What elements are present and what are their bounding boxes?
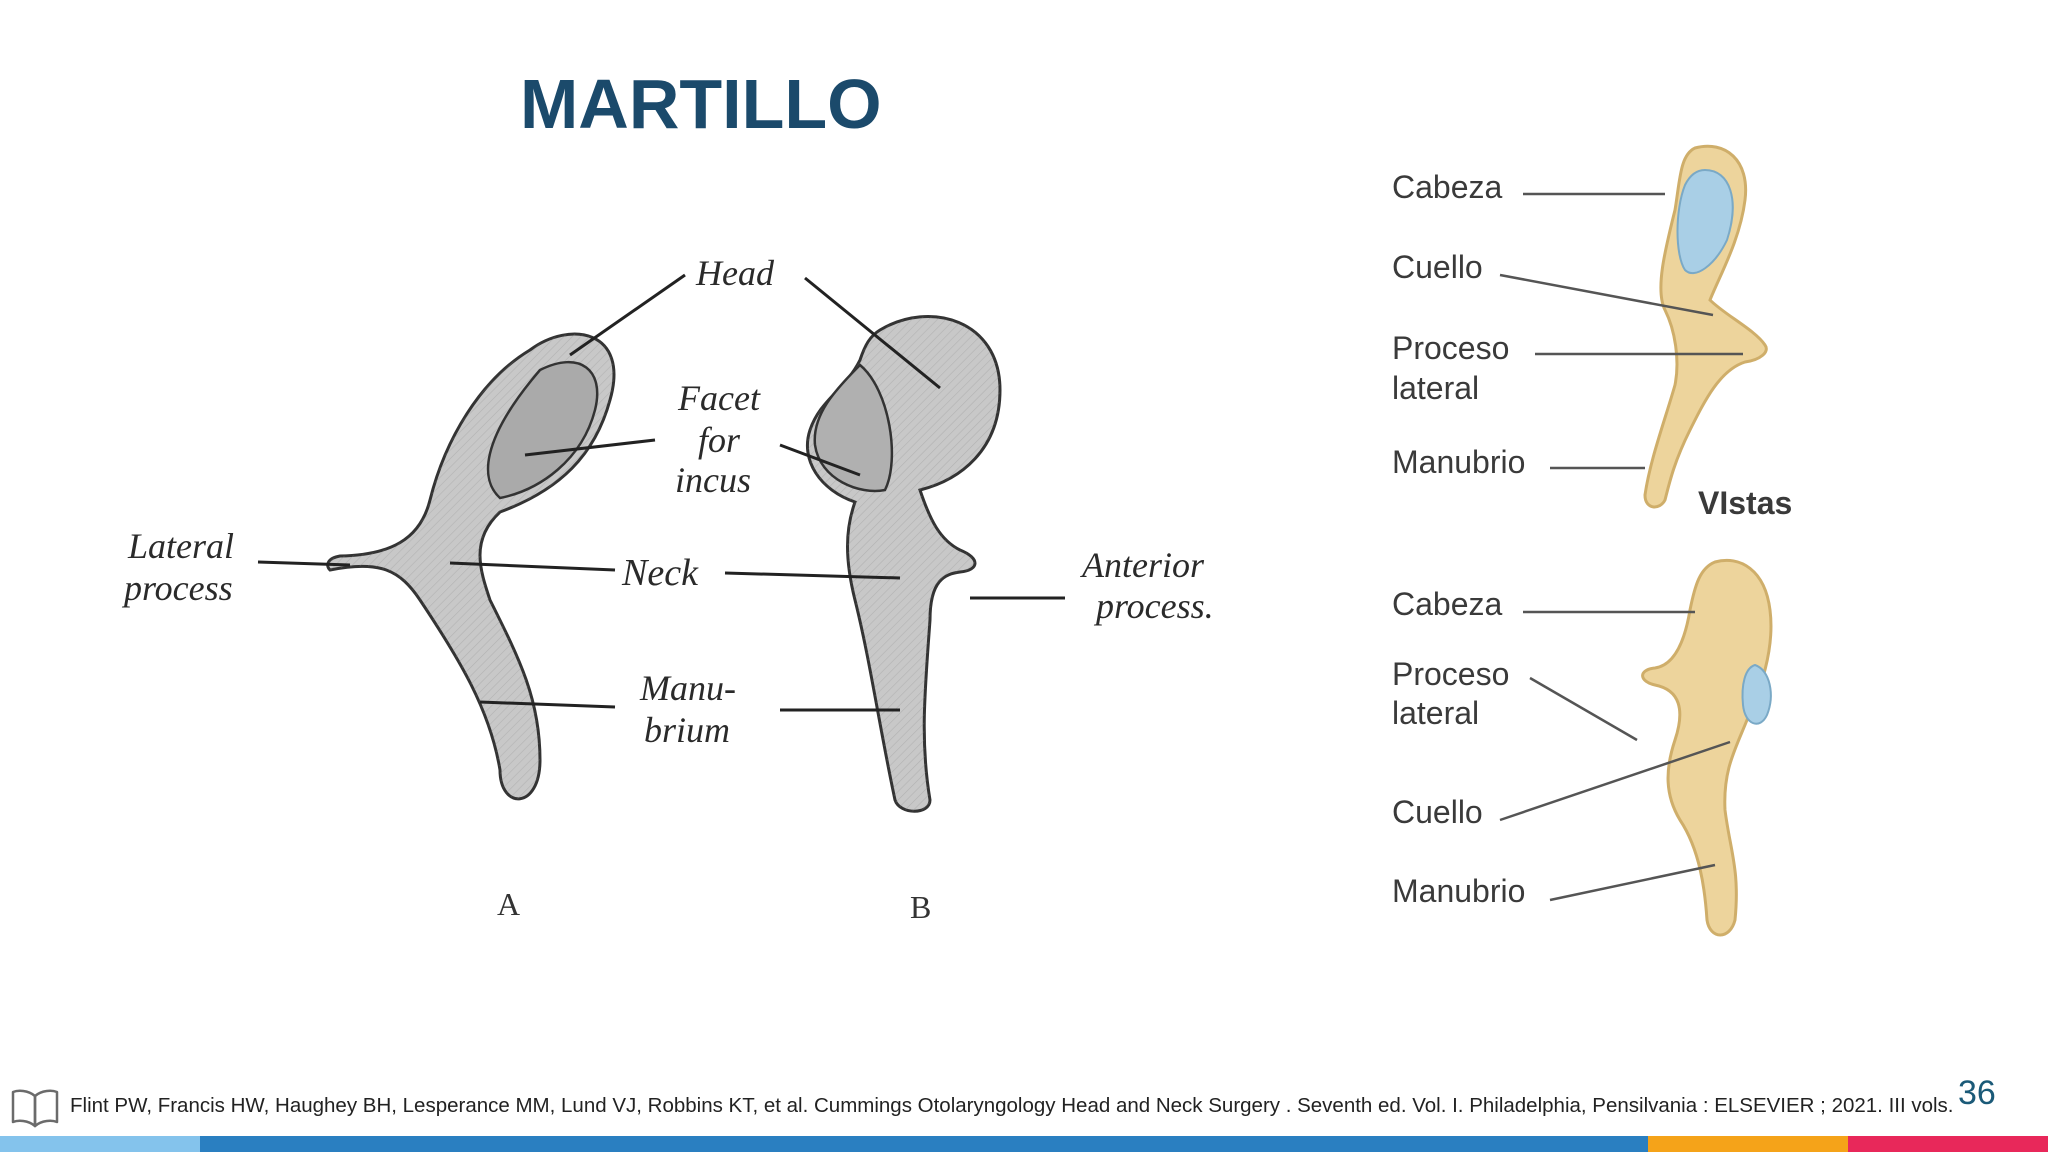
color-malleus-figure: Cabeza Cuello Proceso lateral Manubrio V… bbox=[1392, 144, 1792, 937]
malleus-view-a bbox=[326, 332, 616, 801]
malleus-bottom-view bbox=[1641, 558, 1773, 937]
bottom-label-proceso-1: Proceso bbox=[1392, 656, 1509, 692]
label-anterior-2: process. bbox=[1093, 586, 1214, 626]
label-anterior-1: Anterior bbox=[1080, 545, 1205, 585]
stripe-orange bbox=[1648, 1136, 1848, 1152]
bottom-label-proceso-2: lateral bbox=[1392, 695, 1479, 731]
label-view-a: A bbox=[497, 886, 520, 922]
bottom-label-cabeza: Cabeza bbox=[1392, 586, 1503, 622]
stripe-blue bbox=[200, 1136, 1648, 1152]
bottom-label-manubrio: Manubrio bbox=[1392, 873, 1525, 909]
leader-lines bbox=[257, 273, 1065, 712]
book-icon bbox=[11, 1089, 59, 1128]
bottom-label-cuello: Cuello bbox=[1392, 794, 1483, 830]
views-label: VIstas bbox=[1698, 485, 1792, 521]
label-neck: Neck bbox=[621, 552, 699, 594]
malleus-view-b bbox=[805, 315, 1002, 813]
label-lateral-2: process bbox=[121, 568, 233, 608]
label-head: Head bbox=[695, 253, 775, 293]
label-manubrium-2: brium bbox=[644, 710, 730, 750]
citation-text: Flint PW, Francis HW, Haughey BH, Lesper… bbox=[70, 1094, 1954, 1117]
top-label-proceso-2: lateral bbox=[1392, 370, 1479, 406]
label-facet-2: for bbox=[698, 420, 741, 460]
top-label-cabeza: Cabeza bbox=[1392, 169, 1503, 205]
slide-title: MARTILLO bbox=[520, 65, 882, 143]
stripe-pink bbox=[1848, 1136, 2048, 1152]
malleus-top-view bbox=[1643, 144, 1768, 509]
top-label-cuello: Cuello bbox=[1392, 249, 1483, 285]
label-facet-3: incus bbox=[675, 460, 751, 500]
label-facet-1: Facet bbox=[677, 378, 761, 418]
page-number: 36 bbox=[1958, 1074, 1996, 1112]
top-label-proceso-1: Proceso bbox=[1392, 330, 1509, 366]
gray-malleus-figure: Head Facet for incus Lateral process Nec… bbox=[121, 253, 1214, 925]
label-view-b: B bbox=[910, 889, 931, 925]
label-manubrium-1: Manu- bbox=[639, 668, 736, 708]
citation-bar: Flint PW, Francis HW, Haughey BH, Lesper… bbox=[0, 1086, 2048, 1138]
footer-color-stripe bbox=[0, 1136, 2048, 1152]
color-leader-lines bbox=[1499, 192, 1743, 902]
top-label-manubrio: Manubrio bbox=[1392, 444, 1525, 480]
stripe-light-blue bbox=[0, 1136, 200, 1152]
label-lateral-1: Lateral bbox=[127, 526, 234, 566]
